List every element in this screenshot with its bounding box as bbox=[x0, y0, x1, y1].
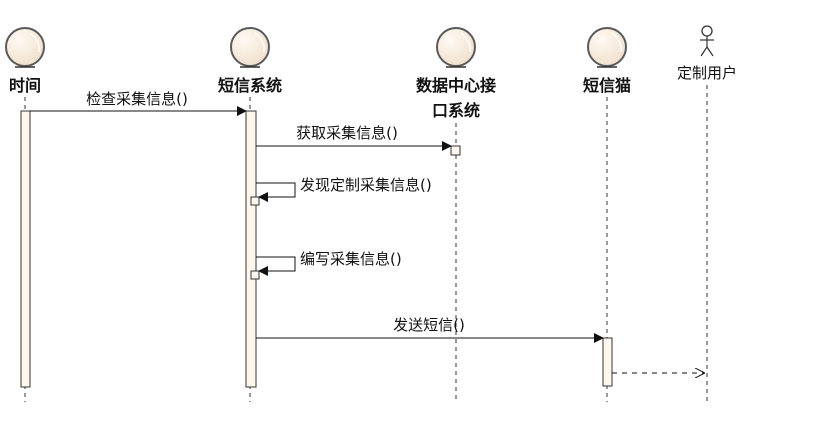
activation-data-center-interface bbox=[450, 145, 461, 156]
message-send-sms: 发送短信() bbox=[256, 316, 604, 343]
participant-label-line-2: 口系统 bbox=[432, 101, 480, 120]
message-label: 编写采集信息() bbox=[300, 250, 402, 268]
message-get-collection-info: 获取采集信息() bbox=[256, 124, 452, 151]
activation-sms-modem bbox=[602, 337, 613, 387]
participant-label: 短信系统 bbox=[218, 76, 282, 95]
participant-label-line-1: 数据中心接 bbox=[416, 76, 496, 95]
message-arrow bbox=[256, 256, 296, 276]
participant-label: 时间 bbox=[9, 76, 41, 95]
activation-time bbox=[20, 110, 31, 388]
entity-icon bbox=[436, 27, 476, 68]
actor-icon bbox=[700, 25, 714, 57]
participant-sms-system: 短信系统 bbox=[218, 27, 282, 95]
participant-time: 时间 bbox=[5, 27, 45, 95]
message-label: 检查采集信息() bbox=[86, 90, 188, 108]
message-label: 发现定制采集信息() bbox=[300, 176, 432, 194]
message-label: 发送短信() bbox=[393, 316, 465, 334]
message-write-collection-info: 编写采集信息() bbox=[256, 250, 402, 276]
participant-data-center-interface: 数据中心接 口系统 bbox=[416, 27, 496, 120]
participant-sms-modem: 短信猫 bbox=[583, 27, 631, 95]
entity-icon bbox=[587, 27, 627, 68]
message-arrow bbox=[256, 182, 296, 202]
participant-custom-user: 定制用户 bbox=[677, 25, 737, 82]
activation-self-message-1 bbox=[250, 196, 260, 206]
message-find-custom-collection-info: 发现定制采集信息() bbox=[256, 176, 432, 202]
entity-icon bbox=[230, 27, 270, 68]
activation-self-message-2 bbox=[250, 270, 260, 280]
activation-sms-system bbox=[245, 110, 257, 388]
entity-icon bbox=[5, 27, 45, 68]
participant-label: 定制用户 bbox=[677, 64, 737, 82]
message-check-collection-info: 检查采集信息() bbox=[30, 90, 247, 116]
message-label: 获取采集信息() bbox=[296, 124, 398, 142]
participant-label: 短信猫 bbox=[583, 76, 631, 95]
